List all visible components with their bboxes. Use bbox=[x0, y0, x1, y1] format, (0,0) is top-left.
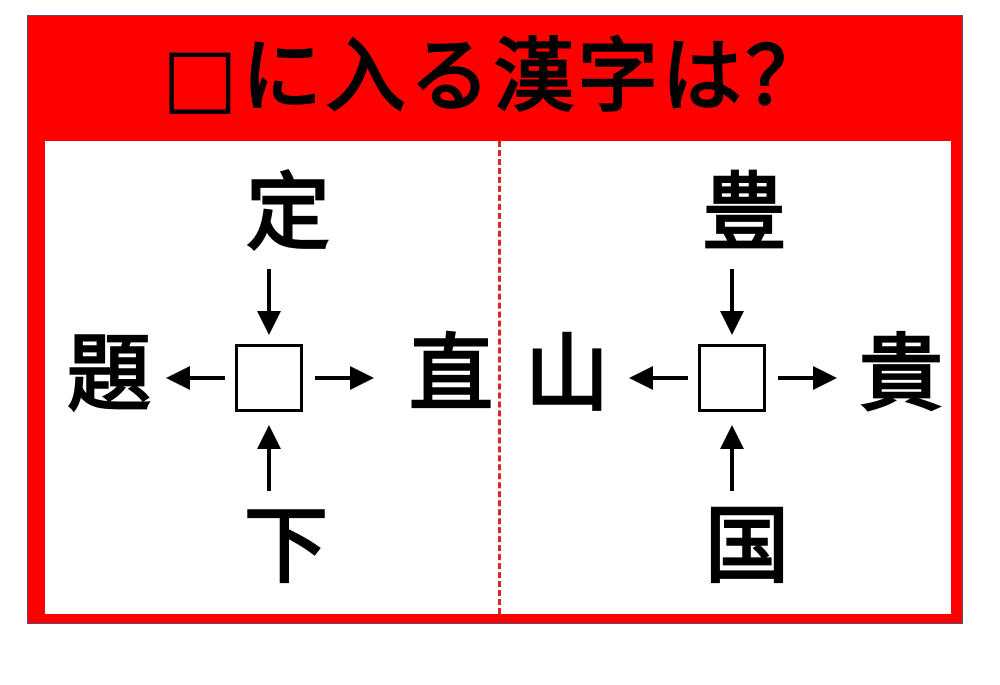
puzzle-frame: □に入る漢字は？ 定 題 直 下 豊 山 貴 国 bbox=[27, 15, 963, 624]
puzzle-panel: 定 題 直 下 豊 山 貴 国 bbox=[45, 141, 951, 614]
right-puzzle-top-kanji: 豊 bbox=[701, 164, 786, 262]
right-puzzle-bottom-kanji: 国 bbox=[704, 497, 789, 595]
left-puzzle-bottom-kanji: 下 bbox=[243, 497, 328, 595]
right-puzzle-right-kanji: 貴 bbox=[858, 325, 943, 423]
left-puzzle-top-kanji: 定 bbox=[245, 164, 330, 262]
right-puzzle-blank-box bbox=[698, 344, 766, 412]
dashed-divider bbox=[498, 141, 501, 614]
left-puzzle-left-kanji: 題 bbox=[66, 325, 151, 423]
puzzle-title: □に入る漢字は？ bbox=[162, 30, 830, 123]
left-puzzle-right-kanji: 直 bbox=[408, 325, 493, 423]
right-puzzle-left-kanji: 山 bbox=[524, 325, 609, 423]
left-puzzle-blank-box bbox=[235, 344, 303, 412]
